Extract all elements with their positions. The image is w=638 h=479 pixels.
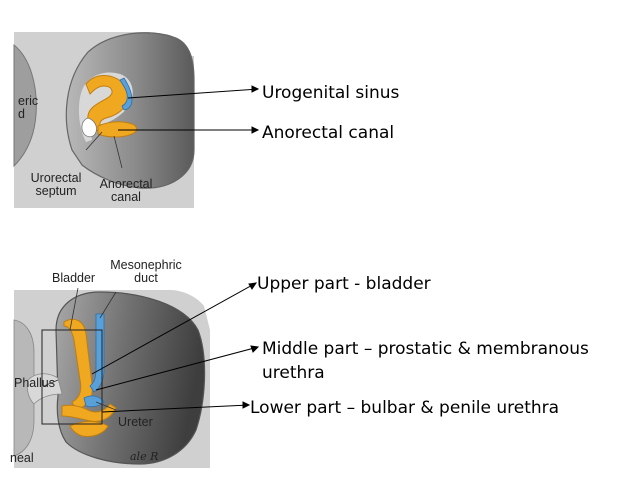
top-pointer-septum bbox=[85, 131, 103, 151]
top-anorectal-shape bbox=[97, 121, 137, 138]
bottom-blue-ureter bbox=[83, 395, 105, 408]
mesonephric-duct-label-line-2: duct bbox=[134, 271, 158, 285]
callout-lines bbox=[91, 85, 260, 413]
bottom-pointer-bladder bbox=[69, 287, 79, 331]
top-main-embryo bbox=[65, 32, 195, 189]
urorectal-septum-label-line-2: septum bbox=[35, 184, 77, 198]
bottom-bladder-orange bbox=[63, 318, 93, 411]
arrowhead-anorectal-canal bbox=[251, 126, 260, 134]
callout-lower-part: Lower part – bulbar & penile urethra bbox=[250, 398, 560, 418]
callout-anorectal-canal: Anorectal canal bbox=[262, 123, 395, 143]
top-left-fragment-label-2: d bbox=[18, 107, 25, 121]
top-left-organ bbox=[13, 43, 37, 168]
artist-signature: ale R bbox=[130, 450, 159, 463]
bottom-pointer-duct bbox=[99, 291, 117, 319]
bottom-blue-duct bbox=[89, 313, 105, 393]
callout-urogenital-sinus: Urogenital sinus bbox=[262, 83, 400, 103]
phallus-figure-label: Phallus bbox=[14, 376, 55, 390]
bottom-main-embryo bbox=[55, 291, 206, 465]
arrowhead-urogenital-sinus bbox=[251, 85, 260, 93]
arrowhead-middle-part bbox=[250, 345, 260, 353]
neal-figure-label: neal bbox=[10, 451, 34, 465]
bottom-pointer-phallus bbox=[43, 379, 59, 387]
leader-upper-part bbox=[91, 282, 257, 375]
bottom-left-bulge bbox=[13, 319, 35, 457]
top-blue-duct bbox=[119, 77, 133, 111]
callout-upper-part: Upper part - bladder bbox=[257, 274, 431, 294]
bottom-embryo-figure bbox=[13, 287, 210, 468]
top-septum-white bbox=[81, 117, 97, 138]
top-pointer-anorectal bbox=[113, 135, 123, 169]
ureter-figure-label: Ureter bbox=[118, 415, 153, 429]
bottom-box-outline bbox=[41, 329, 103, 425]
arrowhead-upper-part bbox=[248, 282, 258, 290]
anorectal-canal-figure-label-line-1: Anorectal bbox=[99, 177, 153, 191]
top-left-fragment-label: eric bbox=[18, 94, 39, 108]
leader-middle-part bbox=[95, 346, 259, 391]
urorectal-septum-label-line-1: Urorectal bbox=[30, 171, 82, 185]
bottom-anal-orange bbox=[69, 421, 109, 437]
callout-middle-part-line-1: Middle part – prostatic & membranous bbox=[262, 339, 589, 359]
anorectal-canal-figure-label-line-2: canal bbox=[111, 190, 141, 204]
top-embryo-figure bbox=[13, 32, 195, 208]
leader-lower-part bbox=[101, 404, 250, 413]
leader-urogenital-sinus bbox=[127, 88, 259, 99]
mesonephric-duct-label-line-1: Mesonephric bbox=[110, 258, 182, 272]
arrowhead-lower-part bbox=[242, 401, 251, 409]
callout-middle-part-line-2: urethra bbox=[262, 363, 325, 383]
bottom-pointer-ureter bbox=[95, 401, 117, 411]
bladder-figure-label: Bladder bbox=[52, 271, 96, 285]
bottom-phallus-shape bbox=[26, 373, 63, 405]
